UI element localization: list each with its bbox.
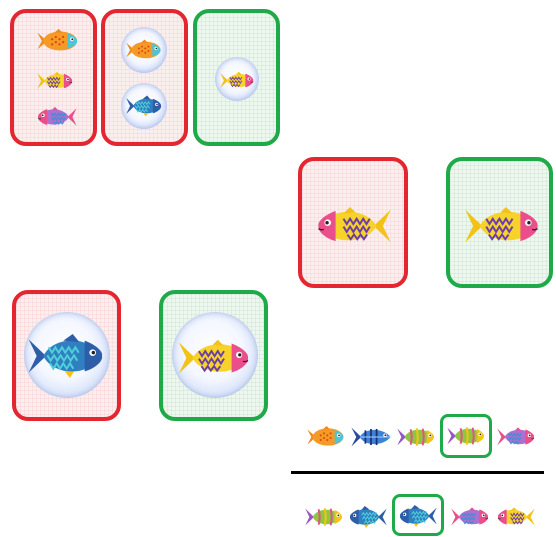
pink-zigzag-fish-icon [314,203,394,249]
sequence-selection-box[interactable] [440,414,492,458]
sequence-selection-box[interactable] [392,494,444,536]
blue-zigzag-fish-icon [125,94,163,118]
orange-fish-icon [125,38,163,62]
pink-zigzag-fish-icon [450,504,490,530]
orange-fish-icon [36,26,80,56]
blue-zigzag-fish-icon[interactable] [398,503,438,529]
yellow-zigzag-fish-icon [36,69,74,93]
blue-zigzag-fish-icon [348,504,388,530]
direction-card-correct[interactable] [446,157,553,288]
orange-fish-icon [306,424,346,450]
green-striped-fish-icon [304,504,344,530]
pink-zigzag-fish-icon [36,103,78,131]
divider-line [291,471,544,474]
yellow-zigzag-fish-icon [496,505,536,529]
yellow-zigzag-fish-icon [175,336,253,380]
green-striped-fish-icon [396,424,436,450]
bubble-card-wrong[interactable] [12,290,121,421]
count-card-wrong-b[interactable] [101,9,188,146]
bubble-card-correct[interactable] [159,290,268,421]
blue-striped-fish-icon [350,424,392,450]
direction-card-wrong[interactable] [298,157,408,288]
yellow-zigzag-fish-icon [462,203,542,249]
sequence-top-row [300,410,550,460]
pink-zigzag-fish-icon [496,424,536,450]
yellow-zigzag-fish-icon [219,70,255,91]
count-card-wrong-a[interactable] [10,9,97,146]
sequence-bottom-row [300,490,550,537]
green-striped-fish-icon[interactable] [446,423,486,449]
blue-zigzag-fish-icon [26,332,106,380]
count-card-correct[interactable] [193,9,280,146]
